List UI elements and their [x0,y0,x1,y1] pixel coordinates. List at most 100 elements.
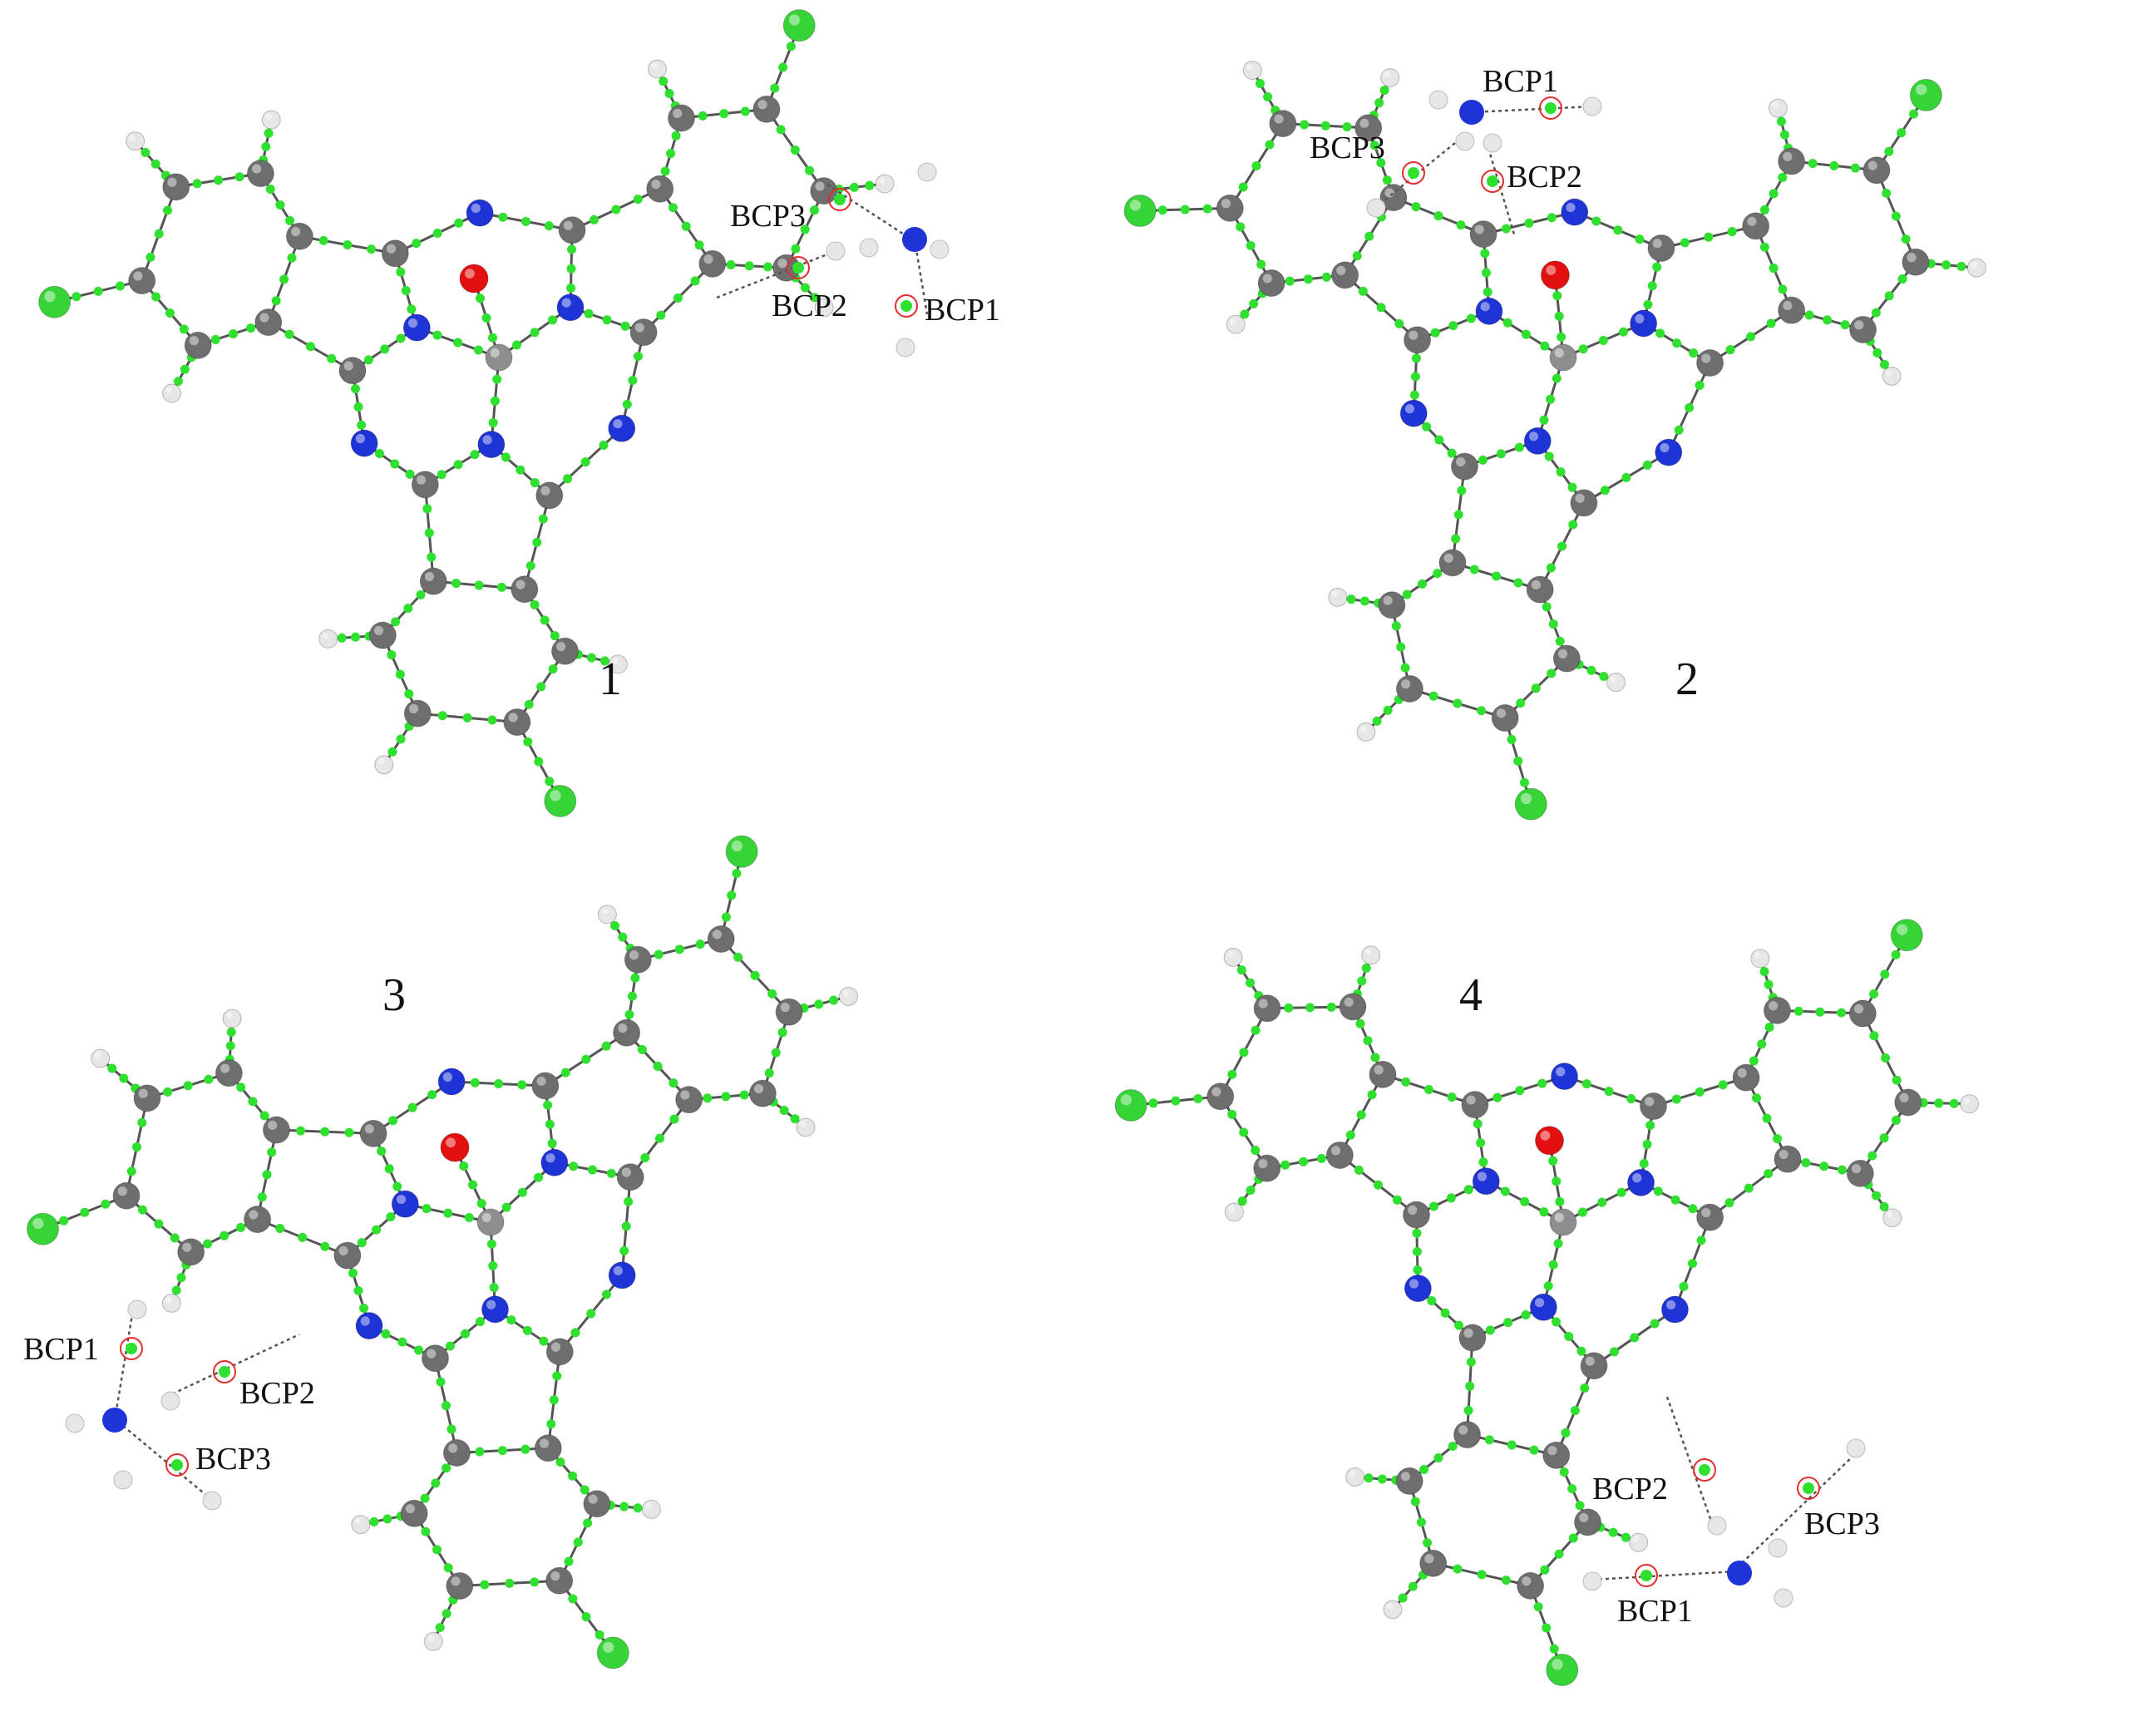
atom-highlight [1575,493,1585,503]
critical-point [668,203,678,213]
critical-point [586,1309,596,1319]
critical-point [442,1463,451,1473]
critical-point [630,973,640,983]
critical-point [1451,534,1461,544]
critical-point [489,1283,499,1293]
carbon-atom [1469,220,1497,249]
critical-point [1576,1346,1586,1356]
critical-point [1616,1187,1626,1197]
critical-point [1621,1532,1631,1542]
critical-point [476,1199,486,1209]
critical-point [589,215,599,224]
critical-point [624,1196,634,1206]
critical-point [653,1061,663,1071]
critical-point [1428,691,1438,701]
atom-highlight [1557,649,1568,659]
hydrogen-atom [930,239,950,259]
atom-highlight [540,486,550,496]
critical-point [1202,204,1212,214]
critical-point [599,656,609,666]
critical-point [1647,281,1657,291]
critical-point [1251,1146,1261,1156]
hydrogen-bond-path [1591,1570,1737,1581]
atom-highlight [621,1167,631,1177]
atom-highlight [1262,274,1272,284]
critical-point [1457,486,1467,496]
hydrogen-atom [1483,133,1502,153]
hydrogen-atom [127,1299,147,1319]
atom-highlight [427,1635,434,1642]
critical-point [1236,222,1246,232]
critical-point [1501,224,1511,234]
critical-point [1483,287,1492,297]
critical-point [601,1290,611,1299]
atom-highlight [32,1217,44,1230]
hydrogen-atom [1707,1516,1727,1536]
critical-point [1643,299,1653,309]
atom-highlight [1867,160,1877,170]
critical-point [374,449,384,459]
critical-point [404,689,414,699]
critical-point [1524,218,1534,228]
critical-point [547,1138,557,1148]
critical-point [271,296,281,306]
critical-point [388,1116,398,1126]
critical-point [1695,1087,1705,1097]
critical-point [695,939,705,949]
critical-point [1600,486,1610,496]
carbon-atom [1570,489,1598,517]
carbon-atom [1331,261,1359,289]
critical-point [599,440,609,450]
nitrogen-atom [1523,427,1552,455]
critical-point [298,1232,308,1242]
critical-point [357,1238,367,1248]
critical-point [1872,1191,1882,1201]
critical-point [1891,211,1901,221]
carbon-atom [1846,1159,1874,1187]
bcp-ring [120,1337,143,1360]
critical-point [721,1092,731,1102]
critical-point [475,1447,485,1457]
carbon-atom [698,249,727,278]
bcp-point [171,1459,183,1471]
hydrogen-bond-path [122,1425,209,1497]
critical-point [1744,1183,1754,1193]
critical-point [1514,442,1524,452]
critical-point [1884,291,1894,301]
critical-point [1374,98,1384,108]
nitrogen-atom [1630,309,1658,338]
nitrogen-atom [1551,1063,1579,1091]
carbon-atom [1438,549,1467,577]
atom-highlight [427,1349,437,1359]
critical-point [1793,1006,1803,1016]
critical-point [1454,1320,1464,1330]
critical-point [1480,249,1490,259]
atom-highlight [508,713,518,722]
carbon-atom [1894,1088,1922,1117]
critical-point [1391,621,1401,631]
hydrogen-atom [1960,1094,1980,1114]
bcp-point [900,300,912,312]
bcp-ring [1539,96,1562,120]
critical-point [1238,182,1248,192]
carbon-atom [184,331,212,359]
critical-point [380,344,390,354]
carbon-atom [1763,996,1791,1024]
critical-point [363,355,373,365]
critical-point [1568,520,1578,530]
critical-point [640,1152,650,1162]
critical-point [1897,274,1907,284]
atom-highlight [1228,1206,1235,1212]
atom-highlight [651,180,661,190]
critical-point [602,315,612,325]
bcp-point [1699,1464,1710,1476]
critical-point [669,1078,678,1088]
atom-highlight [1754,952,1761,959]
nitrogen-atom [437,1068,466,1096]
atom-highlight [1632,1173,1642,1183]
critical-point [1776,116,1786,126]
critical-point [1909,109,1919,119]
bcp-label: BCP3 [1804,1507,1880,1541]
critical-point [525,561,535,571]
critical-point [1671,1094,1681,1104]
